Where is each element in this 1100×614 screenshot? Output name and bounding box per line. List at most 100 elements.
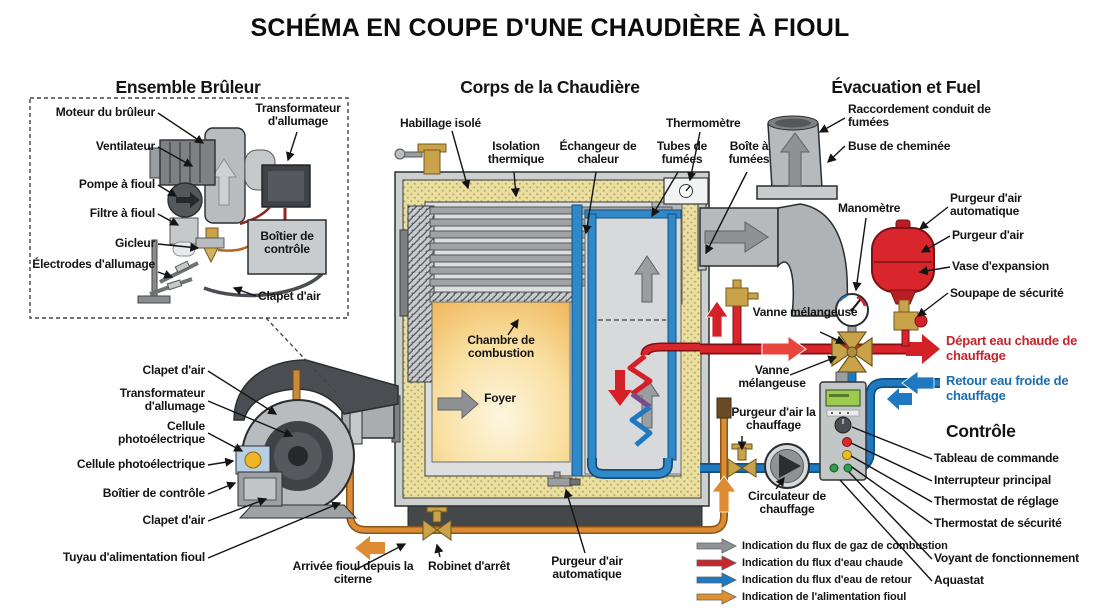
inset-pump-arrow [176,192,200,208]
label-cold-water-return: Retour eau froide de chauffage [946,373,1069,403]
fuel-left-arrow [355,536,385,560]
legend-arrow-hot [696,555,737,571]
riser-valve [725,287,749,307]
label-hot-water-supply: Départ eau chaude de chauffage [946,333,1078,363]
label-setting-thermostat: Thermostat de réglage [934,494,1059,508]
heat-exchanger-coil [608,342,700,447]
water-channel-top [584,209,682,219]
chimney-opening-inner [775,118,811,128]
fuel-up-arrow [711,475,737,513]
label-flue-duct-connection: Raccordement conduit de fumées [848,102,991,130]
hot-right-arrow [761,335,807,363]
legend-label-fuel: Indication de l'alimentation fioul [742,591,907,603]
label-nozzle: Gicleur [115,236,155,250]
label-combustion-chamber: Chambre de combustion [467,333,535,361]
label-burner-motor: Moteur du brûleur [55,105,155,119]
fuel-circuit [342,397,737,560]
fuel-pipe-cap [716,397,732,419]
heading-evacuation-fuel: Évacuation et Fuel [831,77,981,97]
inset-wire [239,206,271,226]
legend-arrow-gas [696,538,737,554]
fuel-pipe [347,416,727,533]
label-air-flap-lower: Clapet d'air [142,513,206,527]
panel-led-yellow [842,450,852,460]
inset-air-arrow [211,158,237,206]
label-air-flap-upper: Clapet d'air [142,363,206,377]
air-intake-elbow [233,359,399,421]
hot-down-arrow [608,370,632,406]
label-ignition-electrodes: Électrodes d'allumage [32,257,155,271]
inset-connector-dashed [265,317,337,393]
second-pass-chamber [571,204,682,479]
inset-electrode-1 [159,261,199,284]
label-main-switch: Interrupteur principal [934,473,1051,487]
legend-arrow-fuel [696,589,737,605]
combustion-flow-arrow [437,388,479,420]
chimney-collar [756,185,838,200]
label-thermometer: Thermomètre [666,116,741,130]
label-mixing-valve-upper: Vanne mélangeuse [752,305,858,319]
panel-lcd [825,389,861,407]
label-aquastat: Aquastat [934,573,984,587]
legend-label-hot: Indication du flux d'eau chaude [742,557,903,569]
photocell-eye [244,451,262,469]
label-mixing-valve-lower: Vanne mélangeuse [738,363,806,391]
inset-control-box [247,219,327,275]
page-title: SCHÉMA EN COUPE D'UNE CHAUDIÈRE À FIOUL [250,14,850,42]
panel-led-green-2 [843,463,853,473]
burner-inset-illustration [29,97,349,393]
circulator-pump [764,443,810,489]
label-hearth: Foyer [484,391,516,405]
inset-filter [169,217,199,245]
label-insulated-casing: Habillage isolé [400,116,482,130]
safety-valve [893,311,919,331]
gas-flow-arrow-chimney [780,132,810,187]
label-safety-valve: Soupape de sécurité [950,286,1064,300]
label-tank-inlet: Arrivée fioul depuis la citerne [292,559,414,587]
label-fuel-supply-pipe: Tuyau d'alimentation fioul [62,550,205,564]
safety-valve-wheel [914,314,928,328]
label-bottom-automatic-air-vent: Purgeur d'air automatique [551,554,623,582]
flue-elbow [777,203,849,317]
label-thermal-insulation: Isolation thermique [487,139,545,167]
mixing-valve [831,331,873,383]
heading-boiler-body: Corps de la Chaudière [460,77,640,97]
label-ignition-transformer: Transformateur d'allumage [119,386,205,414]
label-circulator-pump: Circulateur de chauffage [748,489,826,517]
expansion-vessel [871,219,935,347]
inset-air-flap-curve [203,272,324,298]
legend-arrows [696,538,737,605]
label-flue-tubes: Tubes de fumées [656,139,708,167]
burner-unit [233,359,401,519]
label-smoke-box: Boîte à fumées [728,139,770,167]
heading-burner-assembly: Ensemble Brûleur [115,77,261,97]
inset-dashed-border [29,97,349,319]
label-air-flap-inset: Clapet d'air [258,289,321,303]
label-pressure-gauge: Manomètre [838,201,901,215]
thermometer-device [663,177,709,205]
shutoff-valve [422,506,452,541]
bottom-air-vent-fitting [547,471,581,487]
label-operation-light: Voyant de fonctionnement [934,551,1079,565]
control-panel-device [819,371,867,481]
label-heating-air-vent: Purgeur d'air la chauffage [731,405,816,433]
burner-base [238,504,358,519]
legend-label-gas: Indication du flux de gaz de combustion [742,540,948,552]
label-heat-exchanger: Échangeur de chaleur [559,139,637,167]
inset-nozzle [195,237,225,249]
label-oil-filter: Filtre à fioul [89,206,155,220]
hot-up-arrow [705,300,729,338]
legend-arrow-return [696,572,737,588]
label-command-panel: Tableau de commande [934,451,1059,465]
panel-knob [834,416,852,434]
label-chimney-flue: Buse de cheminée [848,139,951,153]
top-air-vent-valve [394,143,447,175]
water-divider [571,204,583,477]
return-left-arrow [901,370,935,396]
flue-evacuation [697,115,849,317]
label-photocell-lower: Cellule photoélectrique [76,457,205,471]
pressure-gauge [835,293,869,337]
label-burner-control-box: Boîtier de contrôle [102,486,205,500]
